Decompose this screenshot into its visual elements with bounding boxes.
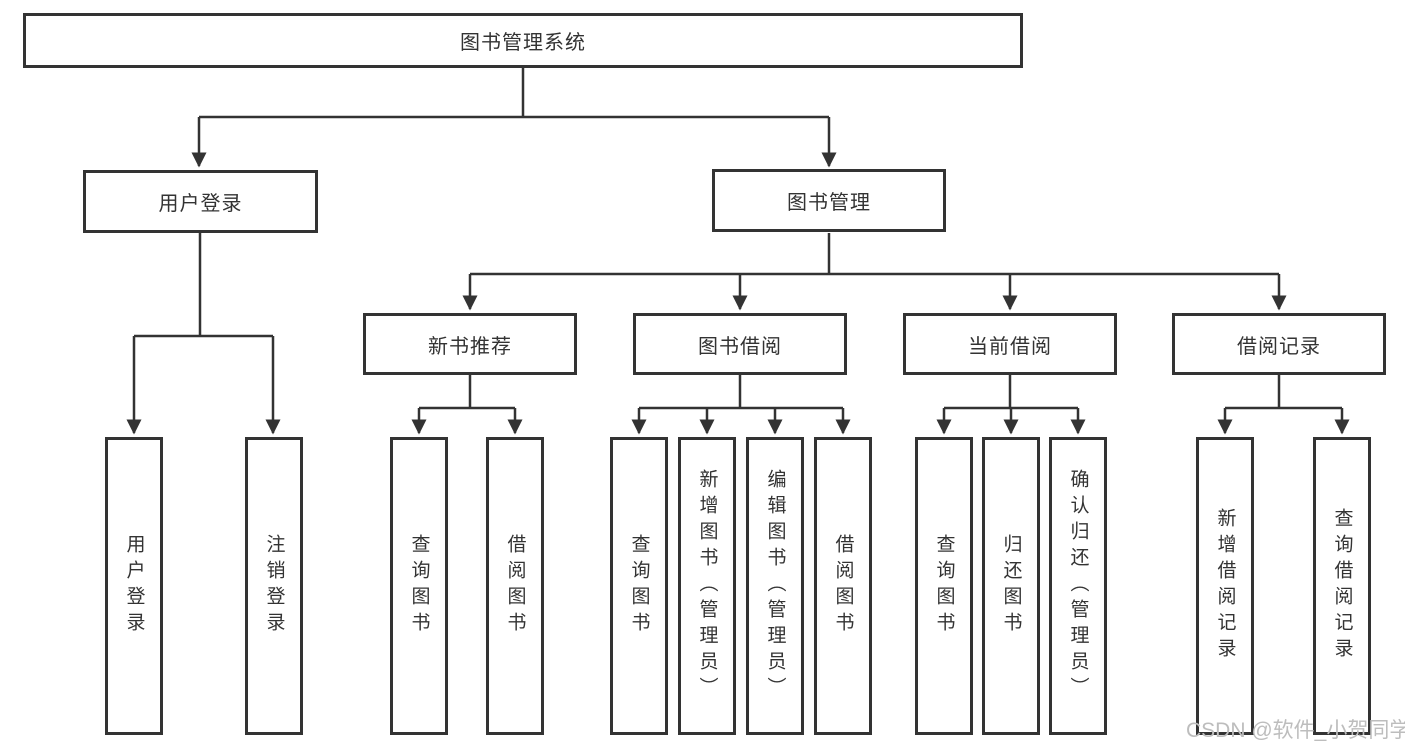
node-book-mgmt: 图书管理	[712, 169, 946, 232]
leaf-current-query: 查询图书	[915, 437, 973, 735]
node-user-login: 用户登录	[83, 170, 318, 233]
leaf-user-login: 用户登录	[105, 437, 163, 735]
leaf-borrow-borrow: 借阅图书	[814, 437, 872, 735]
node-borrow-record: 借阅记录	[1172, 313, 1386, 375]
leaf-borrow-query-label: 查询图书	[628, 534, 650, 638]
leaf-record-add: 新增借阅记录	[1196, 437, 1254, 735]
leaf-newbook-borrow: 借阅图书	[486, 437, 544, 735]
node-new-book-rec-label: 新书推荐	[428, 335, 512, 358]
leaf-user-login-label: 用户登录	[123, 534, 145, 638]
node-book-borrow: 图书借阅	[633, 313, 847, 375]
csdn-watermark: CSDN @软件_小贺同学	[1186, 719, 1405, 742]
leaf-borrow-borrow-label: 借阅图书	[832, 534, 854, 638]
node-book-borrow-label: 图书借阅	[698, 335, 782, 358]
leaf-current-return-label: 归还图书	[1000, 534, 1022, 638]
node-current-borrow: 当前借阅	[903, 313, 1117, 375]
leaf-record-add-label: 新增借阅记录	[1214, 508, 1236, 664]
leaf-current-confirm: 确认归还（管理员）	[1049, 437, 1107, 735]
node-current-borrow-label: 当前借阅	[968, 335, 1052, 358]
node-root: 图书管理系统	[23, 13, 1023, 68]
leaf-current-confirm-label: 确认归还（管理员）	[1067, 469, 1089, 703]
node-user-login-label: 用户登录	[158, 193, 243, 215]
edge-group	[126, 68, 1350, 435]
leaf-newbook-query-label: 查询图书	[408, 534, 430, 638]
leaf-current-return: 归还图书	[982, 437, 1040, 735]
leaf-newbook-borrow-label: 借阅图书	[504, 534, 526, 638]
node-book-mgmt-label: 图书管理	[787, 192, 871, 214]
node-new-book-rec: 新书推荐	[363, 313, 577, 375]
node-root-label: 图书管理系统	[460, 32, 586, 54]
leaf-borrow-edit: 编辑图书（管理员）	[746, 437, 804, 735]
leaf-borrow-add-label: 新增图书（管理员）	[696, 469, 718, 703]
leaf-record-query-label: 查询借阅记录	[1331, 508, 1353, 664]
leaf-current-query-label: 查询图书	[933, 534, 955, 638]
leaf-newbook-query: 查询图书	[390, 437, 448, 735]
node-borrow-record-label: 借阅记录	[1237, 335, 1321, 358]
leaf-borrow-query: 查询图书	[610, 437, 668, 735]
leaf-borrow-edit-label: 编辑图书（管理员）	[764, 469, 786, 703]
leaf-record-query: 查询借阅记录	[1313, 437, 1371, 735]
leaf-logout: 注销登录	[245, 437, 303, 735]
leaf-borrow-add: 新增图书（管理员）	[678, 437, 736, 735]
leaf-logout-label: 注销登录	[263, 534, 285, 638]
